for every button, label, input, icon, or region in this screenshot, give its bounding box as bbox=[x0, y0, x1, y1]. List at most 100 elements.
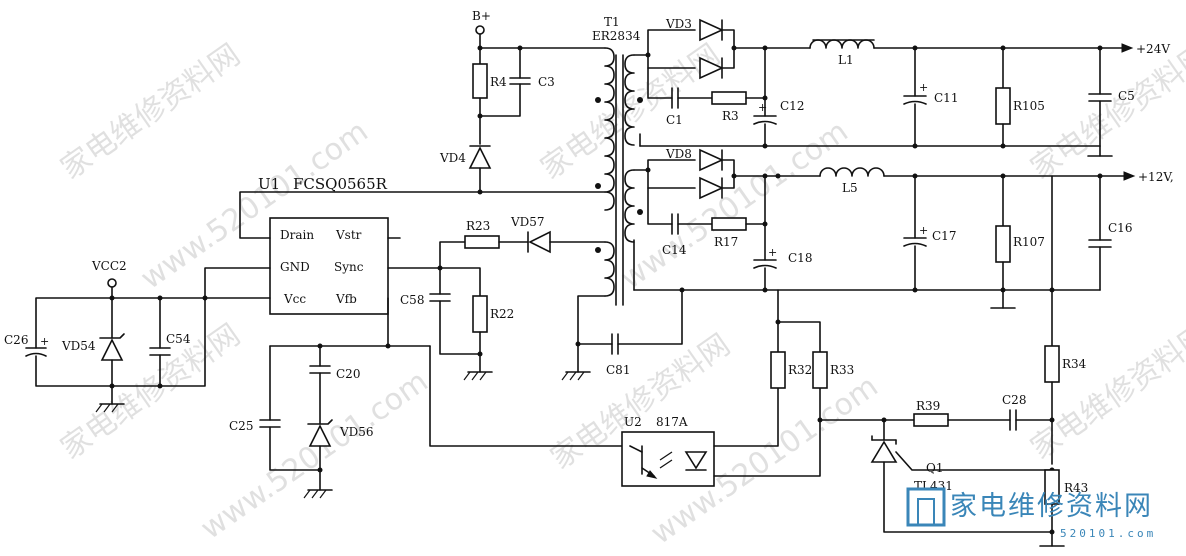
u2-label: U2 bbox=[624, 415, 642, 429]
vd54-zener bbox=[100, 338, 124, 361]
r32-label: R32 bbox=[788, 363, 812, 377]
bplus-label: B+ bbox=[472, 9, 491, 23]
u1-pin-vfb: Vfb bbox=[335, 292, 357, 306]
c81-label: C81 bbox=[606, 363, 630, 377]
r33-label: R33 bbox=[830, 363, 854, 377]
watermark-layer: 家电维修资料网 www.520101.com 家电维修资料网 www.52010… bbox=[55, 37, 1186, 551]
u2-part-label: 817A bbox=[656, 415, 688, 429]
u1-pin-vstr: Vstr bbox=[335, 228, 362, 242]
sync-network: R23 VD57 C58 R22 C81 bbox=[387, 215, 683, 381]
c58-label: C58 bbox=[400, 293, 424, 307]
logo-url: 520101.com bbox=[1060, 527, 1156, 540]
primary-snubber: B+ R4 C3 VD4 bbox=[239, 9, 606, 239]
c17-label: C17 bbox=[932, 229, 956, 243]
vd57-label: VD57 bbox=[510, 215, 545, 229]
t1-label: T1 bbox=[604, 15, 620, 29]
c14-label: C14 bbox=[662, 243, 687, 257]
r3-label: R3 bbox=[722, 109, 739, 123]
tl431-symbol bbox=[870, 440, 898, 463]
r17-label: R17 bbox=[714, 235, 738, 249]
opto-bias: R32 R33 bbox=[770, 289, 885, 423]
watermark-text: 家电维修资料网 bbox=[535, 37, 727, 186]
feedback-network: C25 C20 VD56 bbox=[229, 297, 631, 499]
watermark-text: 家电维修资料网 bbox=[55, 37, 247, 186]
c3-label: C3 bbox=[538, 75, 555, 89]
bplus-terminal bbox=[475, 25, 485, 35]
r34-label: R34 bbox=[1062, 357, 1087, 371]
c20-label: C20 bbox=[336, 367, 360, 381]
site-logo: 家电维修资料网 520101.com bbox=[906, 487, 1156, 540]
r107-label: R107 bbox=[1013, 235, 1045, 249]
u2-optocoupler: U2 817A bbox=[621, 379, 821, 487]
output-24v-section: VD3 L1 +24V C1 R3 + C12 + bbox=[633, 17, 1170, 157]
c17-plus: + bbox=[919, 224, 928, 237]
u1-part-label: FCSQ0565R bbox=[293, 175, 388, 193]
r22-resistor bbox=[472, 295, 488, 333]
u1-pin-drain: Drain bbox=[280, 228, 314, 242]
vcc2-label: VCC2 bbox=[91, 259, 127, 273]
watermark-text: www.520101.com bbox=[615, 114, 855, 297]
c26-label: C26 bbox=[4, 333, 28, 347]
vcc2-terminal bbox=[107, 278, 117, 288]
r4-label: R4 bbox=[490, 75, 507, 89]
vd8-label: VD8 bbox=[665, 147, 692, 161]
u1-label: U1 bbox=[258, 175, 280, 193]
l5-label: L5 bbox=[842, 181, 858, 195]
u1-pin-sync: Sync bbox=[334, 260, 364, 274]
c1-label: C1 bbox=[666, 113, 683, 127]
u1-controller: U1 FCSQ0565R Drain Vstr GND Sync Vcc Vfb bbox=[258, 175, 389, 315]
c25-label: C25 bbox=[229, 419, 253, 433]
r23-resistor bbox=[464, 235, 500, 249]
output-12v-section: VD8 L5 +12V, C14 R17 + C18 bbox=[633, 147, 1174, 309]
watermark-text: 家电维修资料网 bbox=[1025, 317, 1186, 466]
logo-mark bbox=[906, 487, 946, 527]
vd54-label: VD54 bbox=[61, 339, 96, 353]
tl431-regulator: R34 R39 C28 Q1 TL431 R43 bbox=[870, 175, 1088, 547]
q1-part-label: TL431 bbox=[914, 479, 953, 493]
r17-resistor bbox=[711, 217, 747, 231]
r34-resistor bbox=[1044, 345, 1060, 383]
r22-label: R22 bbox=[490, 307, 514, 321]
c18-label: C18 bbox=[788, 251, 812, 265]
r107-resistor bbox=[995, 225, 1011, 263]
r105-resistor bbox=[995, 87, 1011, 125]
c28-label: C28 bbox=[1002, 393, 1026, 407]
u1-body bbox=[269, 217, 389, 315]
c54-label: C54 bbox=[166, 332, 191, 346]
c12-label: C12 bbox=[780, 99, 804, 113]
u1-pin-vcc: Vcc bbox=[283, 292, 306, 306]
c16-label: C16 bbox=[1108, 221, 1132, 235]
r3-resistor bbox=[711, 91, 747, 105]
watermark-text: 家电维修资料网 bbox=[1025, 37, 1186, 186]
c26-plus: + bbox=[40, 335, 49, 348]
vd8-diode-a bbox=[699, 148, 724, 172]
transformer-t1: T1 ER2834 bbox=[592, 15, 643, 306]
vcc-supply: VCC2 + C26 VD54 C54 bbox=[4, 259, 271, 413]
l1-label: L1 bbox=[838, 53, 854, 67]
u1-pin-gnd: GND bbox=[280, 260, 310, 274]
c5-label: C5 bbox=[1118, 89, 1135, 103]
t1-core-label: ER2834 bbox=[592, 29, 641, 43]
r32-resistor bbox=[770, 351, 786, 389]
c12-plus: + bbox=[758, 101, 767, 114]
out24-label: +24V bbox=[1136, 42, 1170, 56]
out12-label: +12V, bbox=[1138, 170, 1174, 184]
vd3-diode-a bbox=[699, 18, 724, 42]
c11-label: C11 bbox=[934, 91, 958, 105]
vd8-diode-b bbox=[699, 176, 724, 200]
r43-label: R43 bbox=[1064, 481, 1088, 495]
r23-label: R23 bbox=[466, 219, 490, 233]
vd4-diode bbox=[468, 146, 492, 169]
r4-resistor bbox=[472, 63, 488, 99]
vd56-label: VD56 bbox=[339, 425, 374, 439]
logo-name: 家电维修资料网 bbox=[950, 491, 1153, 522]
vd57-diode bbox=[528, 230, 551, 254]
u2-led bbox=[684, 451, 708, 470]
vd4-label: VD4 bbox=[439, 151, 466, 165]
vd3-diode-b bbox=[699, 56, 724, 80]
watermark-text: www.520101.com bbox=[195, 364, 435, 547]
q1-label: Q1 bbox=[926, 461, 943, 475]
c18-plus: + bbox=[768, 246, 777, 259]
vd3-label: VD3 bbox=[665, 17, 692, 31]
